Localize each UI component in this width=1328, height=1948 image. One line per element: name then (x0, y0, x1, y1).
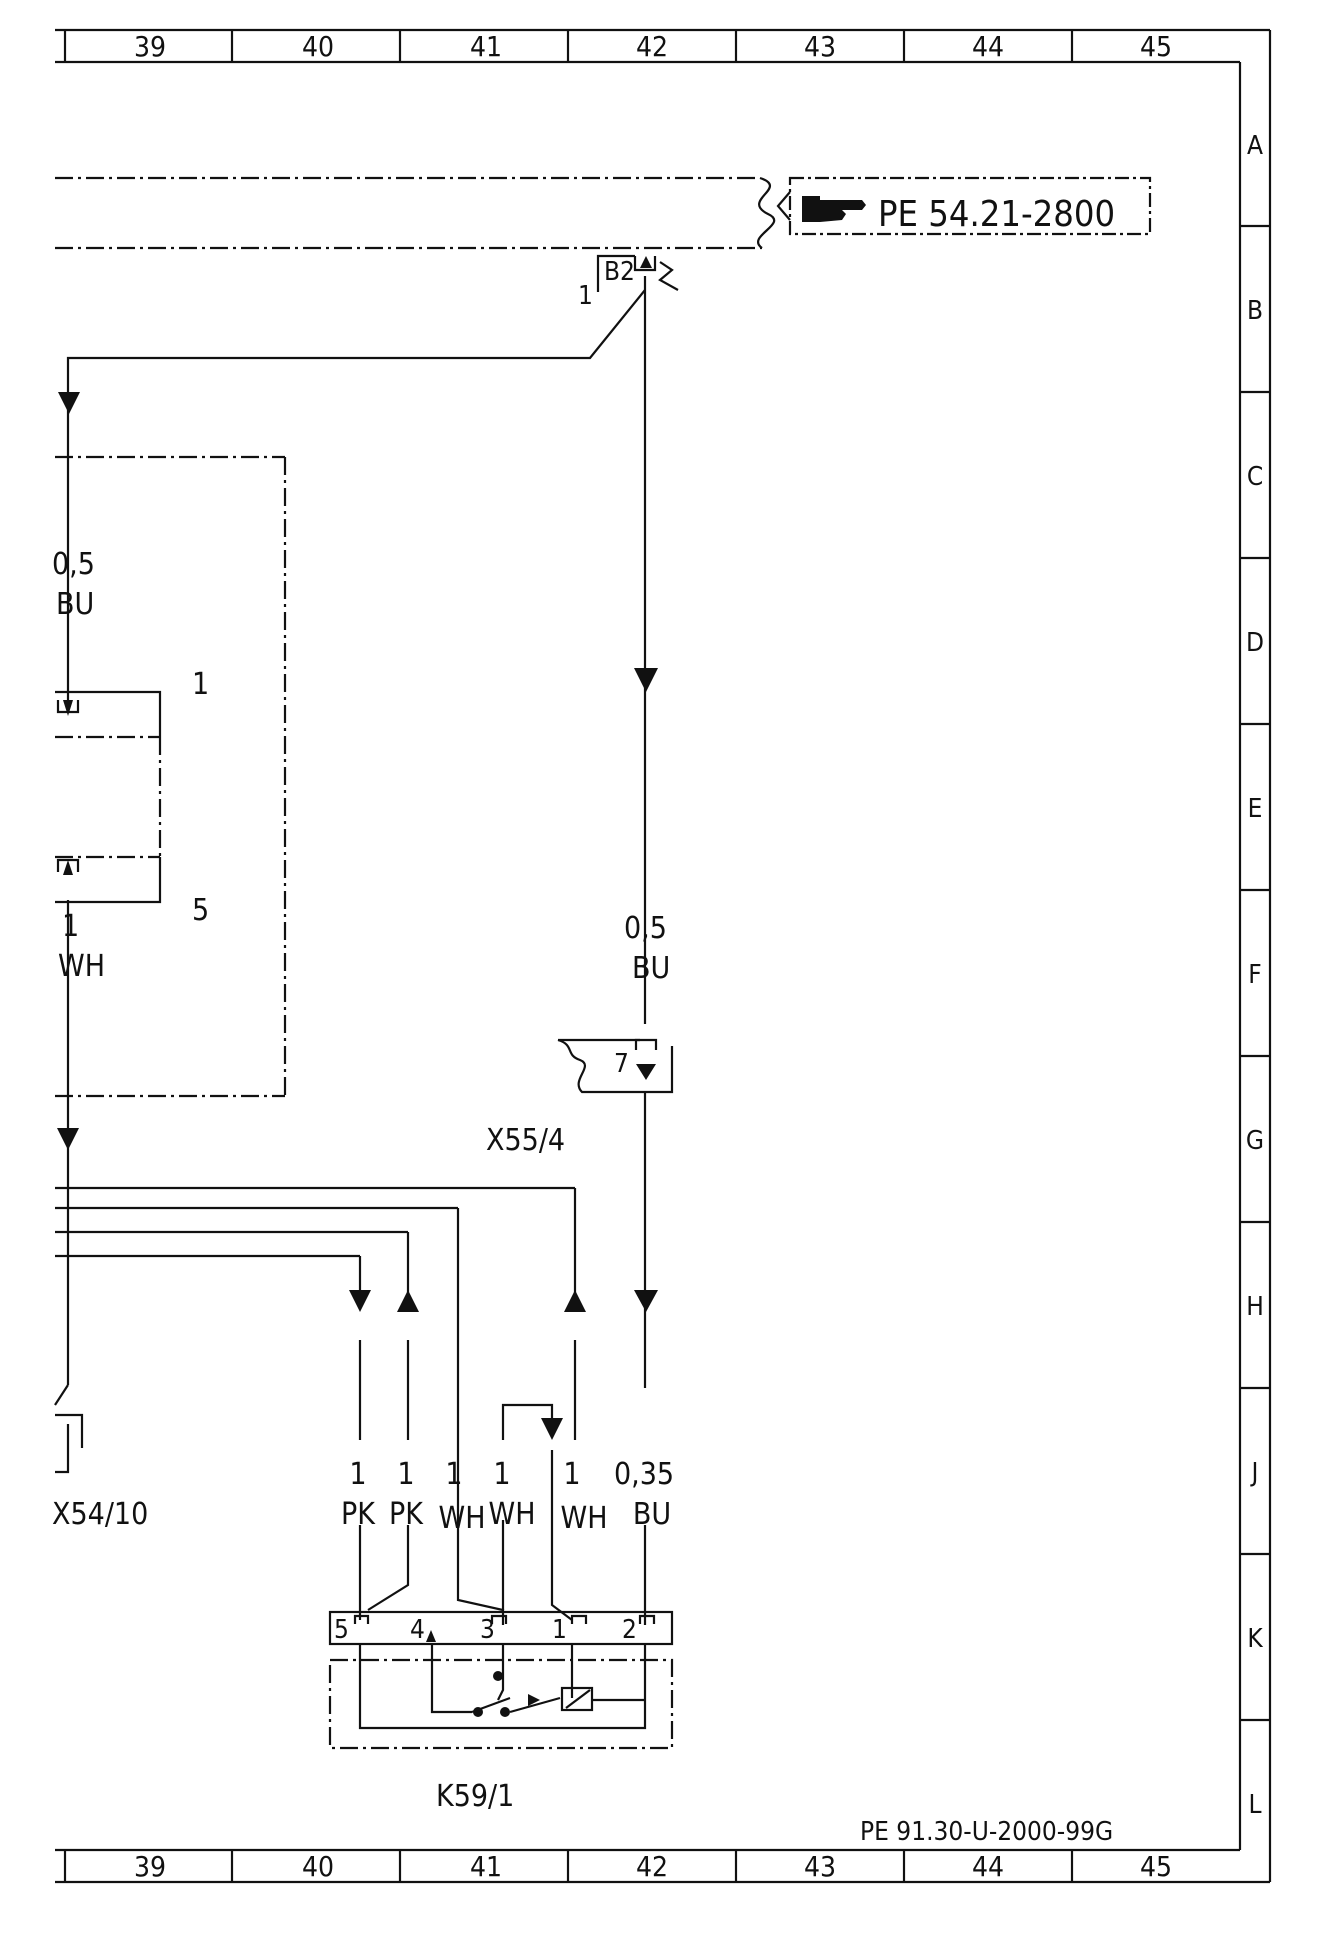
reference-box (788, 176, 1152, 236)
pin-number: 4 (410, 1615, 425, 1645)
x55-4-label: X55/4 (486, 1123, 565, 1158)
pointing-hand-icon (802, 196, 866, 222)
wire-size-left-top: 0,5 (52, 547, 95, 582)
column-number: 40 (302, 30, 334, 63)
wire-size-right-main: 0,5 (624, 911, 667, 946)
document-number: PE 91.30-U-2000-99G (860, 1817, 1113, 1847)
row-letter: J (1250, 1458, 1259, 1488)
arrow-down-left-top (58, 392, 80, 414)
row-letter: H (1246, 1292, 1264, 1322)
column-number: 42 (636, 30, 668, 63)
column-number: 45 (1140, 30, 1172, 63)
k59-pin-numbers: 5 4 3 1 2 (334, 1615, 637, 1645)
wire-arrows (57, 256, 658, 1717)
wire-size: 1 (445, 1457, 462, 1492)
reference-text: PE 54.21-2800 (878, 194, 1115, 235)
wire-color: WH (439, 1501, 486, 1536)
column-number: 44 (972, 1850, 1004, 1883)
arrow-down-left-mid (57, 1128, 79, 1150)
b2-label: B2 (604, 257, 635, 287)
upper-bus (55, 176, 762, 250)
wh-loop-wire (501, 1403, 554, 1440)
wire-size: 1 (493, 1457, 510, 1492)
k59-lead-wires (358, 1525, 573, 1625)
arrow-down-right-main (634, 668, 658, 692)
column-numbers-bottom: 39 40 41 42 43 44 45 (134, 1850, 1172, 1883)
wire-color: PK (389, 1497, 424, 1532)
k59-wire-labels: 1 PK 1 PK 1 WH 1 WH 1 WH 0,35 BU (341, 1457, 674, 1536)
wire-size: 1 (397, 1457, 414, 1492)
x55-4-connector (557, 1038, 674, 1094)
wire-color: PK (341, 1497, 376, 1532)
row-letter: B (1247, 296, 1263, 326)
column-number: 39 (134, 30, 166, 63)
wire-color: BU (633, 1497, 671, 1532)
left-module-box (55, 455, 287, 1098)
column-number: 39 (134, 1850, 166, 1883)
row-letter: C (1247, 462, 1263, 492)
b2-pin-number: 1 (578, 281, 593, 311)
row-letter: F (1248, 960, 1261, 990)
k59-1-relay (328, 1610, 674, 1750)
column-number: 41 (470, 30, 502, 63)
column-number: 42 (636, 1850, 668, 1883)
wire-color-right-main: BU (632, 951, 670, 986)
column-number: 44 (972, 30, 1004, 63)
column-number: 41 (470, 1850, 502, 1883)
row-letter: E (1248, 794, 1263, 824)
pin-number: 2 (622, 1615, 637, 1645)
row-letter: L (1248, 1790, 1261, 1820)
pin-number: 5 (334, 1615, 349, 1645)
x54-connector (54, 1384, 84, 1474)
x55-4-pin: 7 (614, 1049, 629, 1079)
branch-wire-left (66, 289, 646, 708)
row-letters: A B C D E F G H J K L (1246, 131, 1264, 1820)
arrow-down-loop (541, 1418, 563, 1440)
k59-1-label: K59/1 (436, 1779, 514, 1814)
pin-number: 3 (480, 1615, 495, 1645)
row-letter: K (1247, 1624, 1263, 1654)
column-number: 40 (302, 1850, 334, 1883)
left-connector-pin-upper: 1 (192, 667, 209, 702)
arrow-up-relay-pin4 (426, 1630, 436, 1642)
column-number: 45 (1140, 1850, 1172, 1883)
column-number: 43 (804, 1850, 836, 1883)
break-symbol (757, 176, 776, 249)
relay-contact-dot-3 (500, 1707, 510, 1717)
wire-size: 1 (349, 1457, 366, 1492)
left-horizontal-wires (55, 1186, 577, 1590)
pin-number: 1 (552, 1615, 567, 1645)
wire-color: WH (561, 1501, 608, 1536)
arrow-left-relay-coil (528, 1694, 540, 1706)
relay-contact-dot-2 (473, 1707, 483, 1717)
wire-size: 1 (563, 1457, 580, 1492)
wire-size: 0,35 (614, 1457, 674, 1492)
column-number: 43 (804, 30, 836, 63)
wire-color-left-mid: WH (58, 949, 105, 984)
row-letter: A (1247, 131, 1263, 161)
arrow-up-k59-wh (564, 1290, 586, 1312)
arrow-down-k59-pin5 (349, 1290, 371, 1312)
arrow-down-k59-bu (634, 1290, 658, 1312)
wire-size-left-mid: 1 (62, 909, 79, 944)
x54-10-label: X54/10 (52, 1497, 148, 1532)
wire-color: WH (489, 1497, 536, 1532)
wire-color-left-top: BU (56, 587, 94, 622)
relay-contact-dot-1 (493, 1671, 503, 1681)
frame (55, 28, 1272, 1884)
b2-connector (596, 254, 679, 292)
row-letter: D (1246, 628, 1264, 658)
left-connector-pin-lower: 5 (192, 893, 209, 928)
row-letter: G (1246, 1126, 1264, 1156)
column-numbers-top: 39 40 41 42 43 44 45 (134, 30, 1172, 63)
arrow-up-k59-pk (397, 1290, 419, 1312)
